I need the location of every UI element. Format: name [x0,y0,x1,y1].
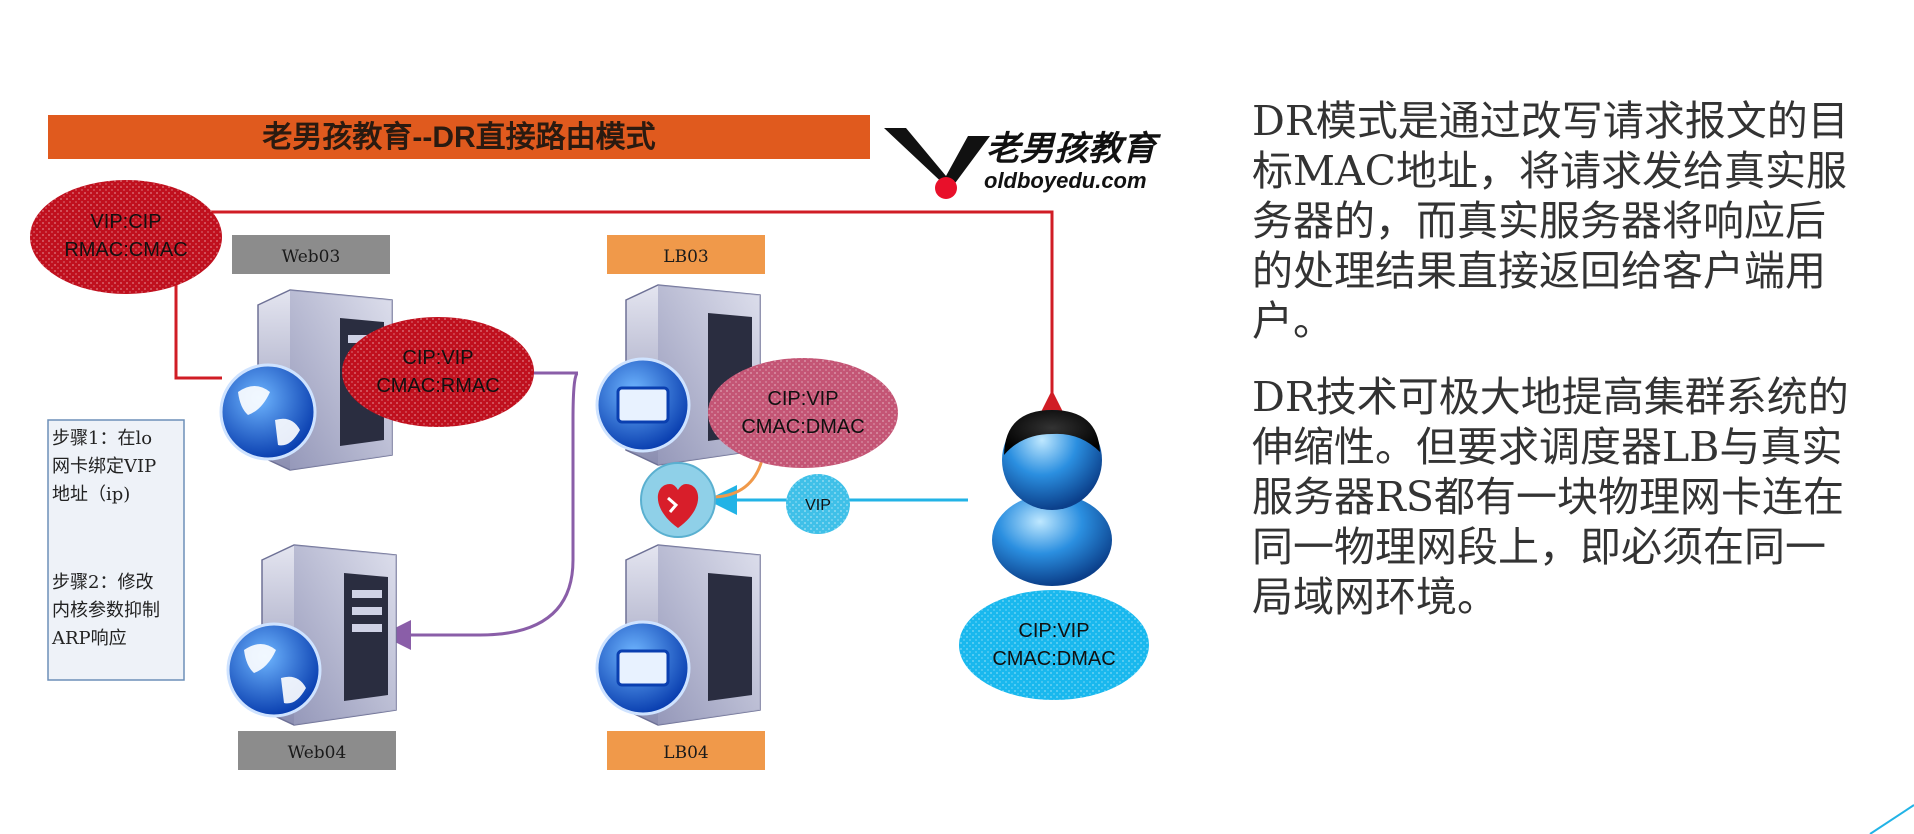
bubble-web03-line1: CIP:VIP [402,347,473,369]
logo-brand-cn: 老男孩教育 [986,130,1161,168]
corner-decoration [1869,804,1914,834]
bubble-vip: VIP [786,474,850,534]
bubble-top-left: VIP:CIP RMAC:CMAC [30,180,222,294]
para2-line: 服务器RS都有一块物理网卡连在 [1252,473,1844,521]
step1-line1: 步骤1：在lo [52,428,152,449]
response-path-line [381,371,579,650]
step2-line1: 步骤2：修改 [52,572,153,593]
bubble-web03: CIP:VIP CMAC:RMAC [342,317,534,427]
scheduler-heart-icon [640,462,716,538]
web03-label-box [232,235,390,274]
bubble-client: CIP:VIP CMAC:DMAC [959,590,1149,700]
lb04-label-box [607,731,765,770]
globe-icon [219,363,317,461]
globe-icon [226,622,322,718]
lb04-server-icon [595,544,761,726]
bubble-client-line2: CMAC:DMAC [992,648,1115,670]
para1-line: 户。 [1252,297,1334,345]
bubble-top-left-line2: RMAC:CMAC [64,239,187,261]
step2-line3: ARP响应 [51,628,127,649]
bubble-lb03: CIP:VIP CMAC:DMAC [708,358,898,468]
para1-line: 的处理结果直接返回给客户端用 [1252,247,1826,295]
steps-box: 步骤1：在lo 网卡绑定VIP 地址（ip) 步骤2：修改 内核参数抑制 ARP… [47,419,185,681]
oldboy-logo: 老男孩教育 oldboyedu.com [884,128,1161,199]
bubble-client-line1: CIP:VIP [1018,620,1089,642]
para1-line: 务器的，而真实服务器将响应后 [1252,197,1826,245]
bubble-lb03-line1: CIP:VIP [767,388,838,410]
bubble-lb03-line2: CMAC:DMAC [741,416,864,438]
web04-server-icon [226,544,397,726]
bubble-top-left-line1: VIP:CIP [90,211,161,233]
logo-brand-url: oldboyedu.com [984,168,1147,193]
para2-line: 伸缩性。但要求调度器LB与真实 [1252,423,1843,471]
para2-line: 局域网环境。 [1252,573,1498,621]
para1-line: DR模式是通过改写请求报文的目 [1252,97,1849,145]
description-paragraph-2: DR技术可极大地提高集群系统的 伸缩性。但要求调度器LB与真实 服务器RS都有一… [1252,372,1872,622]
banner-bar [48,115,870,159]
client-user-icon [992,410,1112,586]
description-paragraph-1: DR模式是通过改写请求报文的目 标MAC地址，将请求发给真实服 务器的，而真实服… [1252,96,1872,346]
lb03-label-box [607,235,765,274]
step1-line2: 网卡绑定VIP [52,456,156,477]
lb04-label: LB04 [663,743,708,763]
web03-label: Web03 [282,247,341,267]
web03-server-icon [219,289,393,471]
para2-line: DR技术可极大地提高集群系统的 [1252,373,1849,421]
step1-line3: 地址（ip) [52,484,130,505]
web04-label: Web04 [288,743,347,763]
lb-link-line [714,459,764,499]
web04-label-box [238,731,396,770]
banner-title: 老男孩教育--DR直接路由模式 [262,120,655,154]
para2-line: 同一物理网段上，即必须在同一 [1252,523,1826,571]
bubble-web03-line2: CMAC:RMAC [376,375,499,397]
para1-line: 标MAC地址，将请求发给真实服 [1252,147,1847,195]
bubble-vip-label: VIP [805,497,831,514]
step2-line2: 内核参数抑制 [52,600,160,621]
lb03-label: LB03 [663,247,708,267]
